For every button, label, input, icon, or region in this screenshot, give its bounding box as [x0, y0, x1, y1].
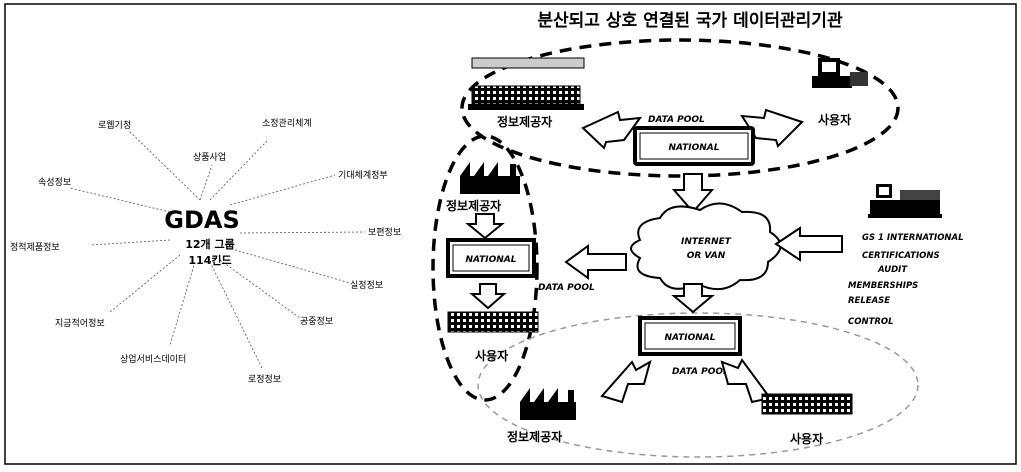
arrow-icon [581, 108, 804, 150]
arrow-icon [465, 213, 505, 240]
provider-label: 정보제공자 [507, 429, 562, 444]
spoke-label: 실정정보 [350, 280, 383, 291]
side-label: CERTIFICATIONS [862, 251, 940, 261]
spoke-label: 속성정보 [38, 177, 71, 188]
side-label: GS 1 INTERNATIONAL [862, 233, 964, 243]
network-diagram: 분산되고 상호 연결된 국가 데이터관리기관 정보제공자 사용자 DATA PO… [431, 11, 964, 458]
arrow-icon [671, 283, 715, 314]
provider-label: 정보제공자 [446, 198, 501, 213]
national-label: NATIONAL [668, 143, 719, 153]
computer-icon [812, 58, 868, 88]
spoke-label: 소정관리체계 [262, 117, 312, 129]
data-pool-label: DATA POOL [672, 367, 729, 377]
factory-icon [460, 162, 520, 194]
spoke-label: 정적제품정보 [10, 241, 60, 253]
spoke-label: 상업서비스데이터 [120, 354, 186, 365]
server-rack-icon [761, 393, 853, 415]
spoke-label: 로웹기정 [98, 120, 131, 131]
side-label: CONTROL [848, 317, 894, 327]
national-label: NATIONAL [465, 255, 516, 265]
data-pool-label: DATA POOL [538, 283, 595, 293]
side-label: RELEASE [848, 296, 890, 306]
side-label: MEMBERSHIPS [848, 281, 918, 291]
spoke-label: 공중정보 [300, 316, 333, 327]
hub-kinds: 114킨드 [188, 253, 231, 267]
arrow-icon [564, 244, 627, 280]
side-label: AUDIT [877, 265, 908, 275]
user-label: 사용자 [818, 112, 851, 127]
hub-title: GDAS [164, 206, 239, 234]
spoke-label: 상품사업 [193, 152, 226, 163]
arrow-icon [671, 173, 715, 214]
left-ellipse [431, 134, 539, 402]
computer-icon [868, 184, 942, 218]
top-ellipse [460, 38, 900, 178]
user-label: 사용자 [790, 431, 823, 446]
network-diagram-title: 분산되고 상호 연결된 국가 데이터관리기관 [537, 11, 843, 31]
network-label: INTERNET [681, 237, 732, 247]
spoke-label: 지금적어정보 [55, 317, 105, 329]
bottom-ellipse [477, 312, 919, 458]
data-pool-label: DATA POOL [648, 115, 705, 125]
network-label: OR VAN [687, 251, 726, 261]
hub-groups: 12개 그룹 [185, 237, 235, 251]
arrow-icon [774, 226, 843, 262]
server-rack-icon [468, 57, 585, 110]
server-rack-icon [447, 311, 539, 333]
spoke-label: 기대체계정부 [338, 169, 388, 181]
spoke-label: 보편정보 [368, 226, 401, 238]
arrow-icon [600, 358, 772, 404]
provider-label: 정보제공자 [497, 114, 552, 129]
national-label: NATIONAL [664, 333, 715, 343]
national-node [633, 126, 755, 166]
user-label: 사용자 [475, 348, 508, 363]
figure-border [4, 3, 1017, 465]
arrow-icon [469, 283, 507, 310]
gdas-star-diagram: GDAS 12개 그룹 114킨드 로웹기정 상품사업 소정관리체계 기대체계정… [10, 117, 401, 385]
spoke-label: 로정정보 [248, 374, 281, 385]
national-node [638, 316, 742, 356]
cloud-icon [630, 202, 782, 291]
factory-icon [520, 388, 576, 420]
national-node [446, 238, 536, 278]
